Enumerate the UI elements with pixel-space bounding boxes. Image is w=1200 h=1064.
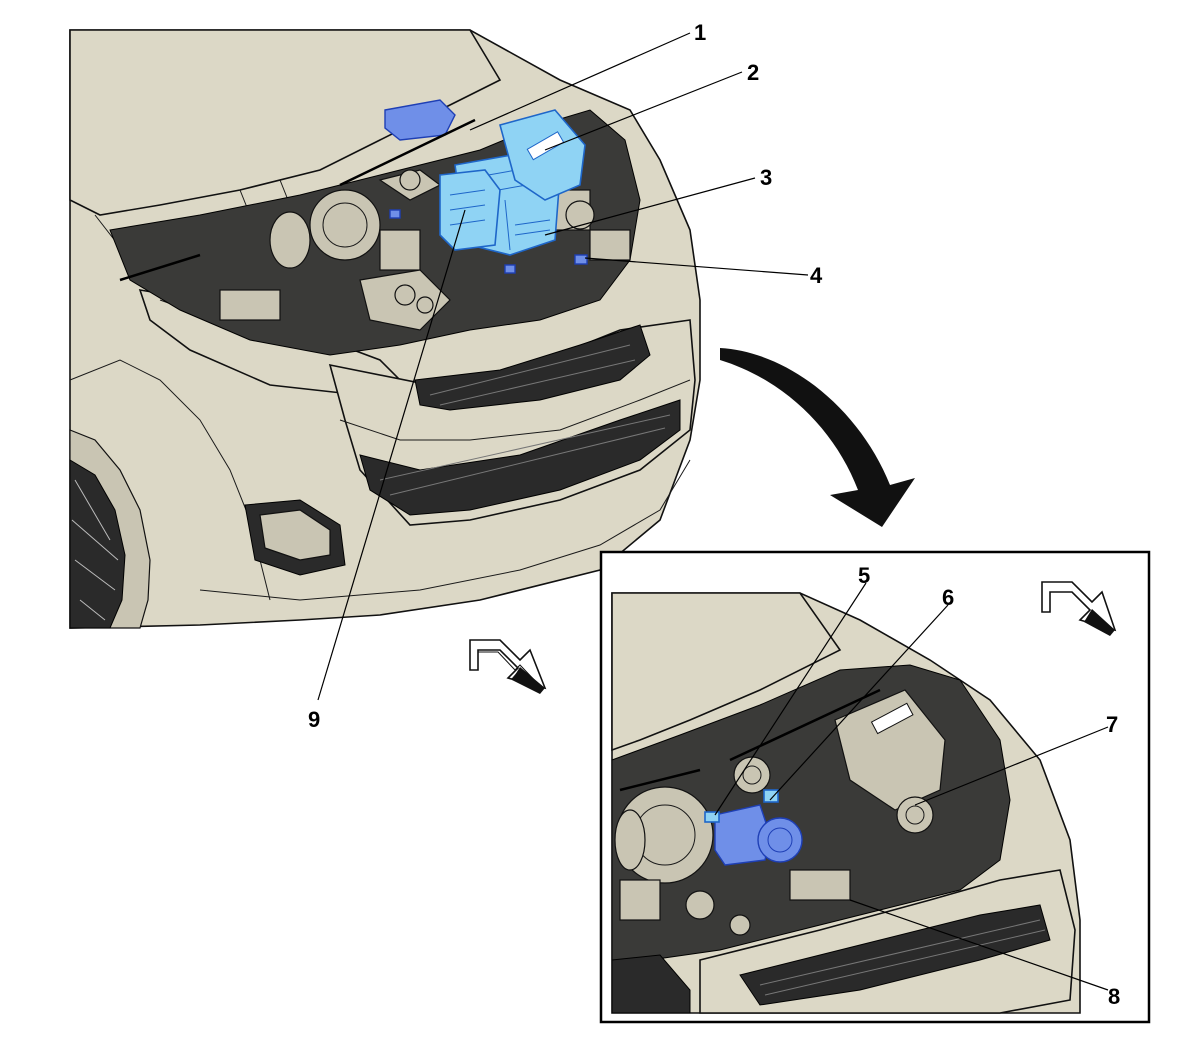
callout-5: 5 xyxy=(858,563,870,588)
callout-3: 3 xyxy=(760,165,772,190)
callout-4: 4 xyxy=(810,263,823,288)
callout-6: 6 xyxy=(942,585,954,610)
callout-7: 7 xyxy=(1106,712,1118,737)
upper-grille xyxy=(414,324,651,411)
fuse-block-cover xyxy=(499,109,586,201)
control-module xyxy=(439,169,501,251)
callout-9: 9 xyxy=(308,707,320,732)
front-wheel xyxy=(69,429,151,629)
main-callout-leaders xyxy=(317,32,809,701)
inset-front-direction-arrow-icon xyxy=(1041,581,1117,636)
detail-inset: 5 6 7 8 xyxy=(599,550,1151,1024)
main-view xyxy=(69,29,701,629)
callout-2: 2 xyxy=(747,60,759,85)
inset-fuse-block-cover xyxy=(834,689,946,811)
front-direction-arrow-icon xyxy=(469,639,547,694)
front-fascia xyxy=(199,319,696,601)
lower-grille xyxy=(359,399,681,516)
raised-hood xyxy=(69,29,502,216)
fuse-relay-label-icon xyxy=(526,131,565,161)
main-callouts: 1 2 3 4 9 xyxy=(308,20,823,732)
abs-module xyxy=(704,789,803,866)
callout-1: 1 xyxy=(694,20,706,45)
callout-8: 8 xyxy=(1108,984,1120,1009)
zoom-curved-arrow-icon xyxy=(720,348,915,527)
